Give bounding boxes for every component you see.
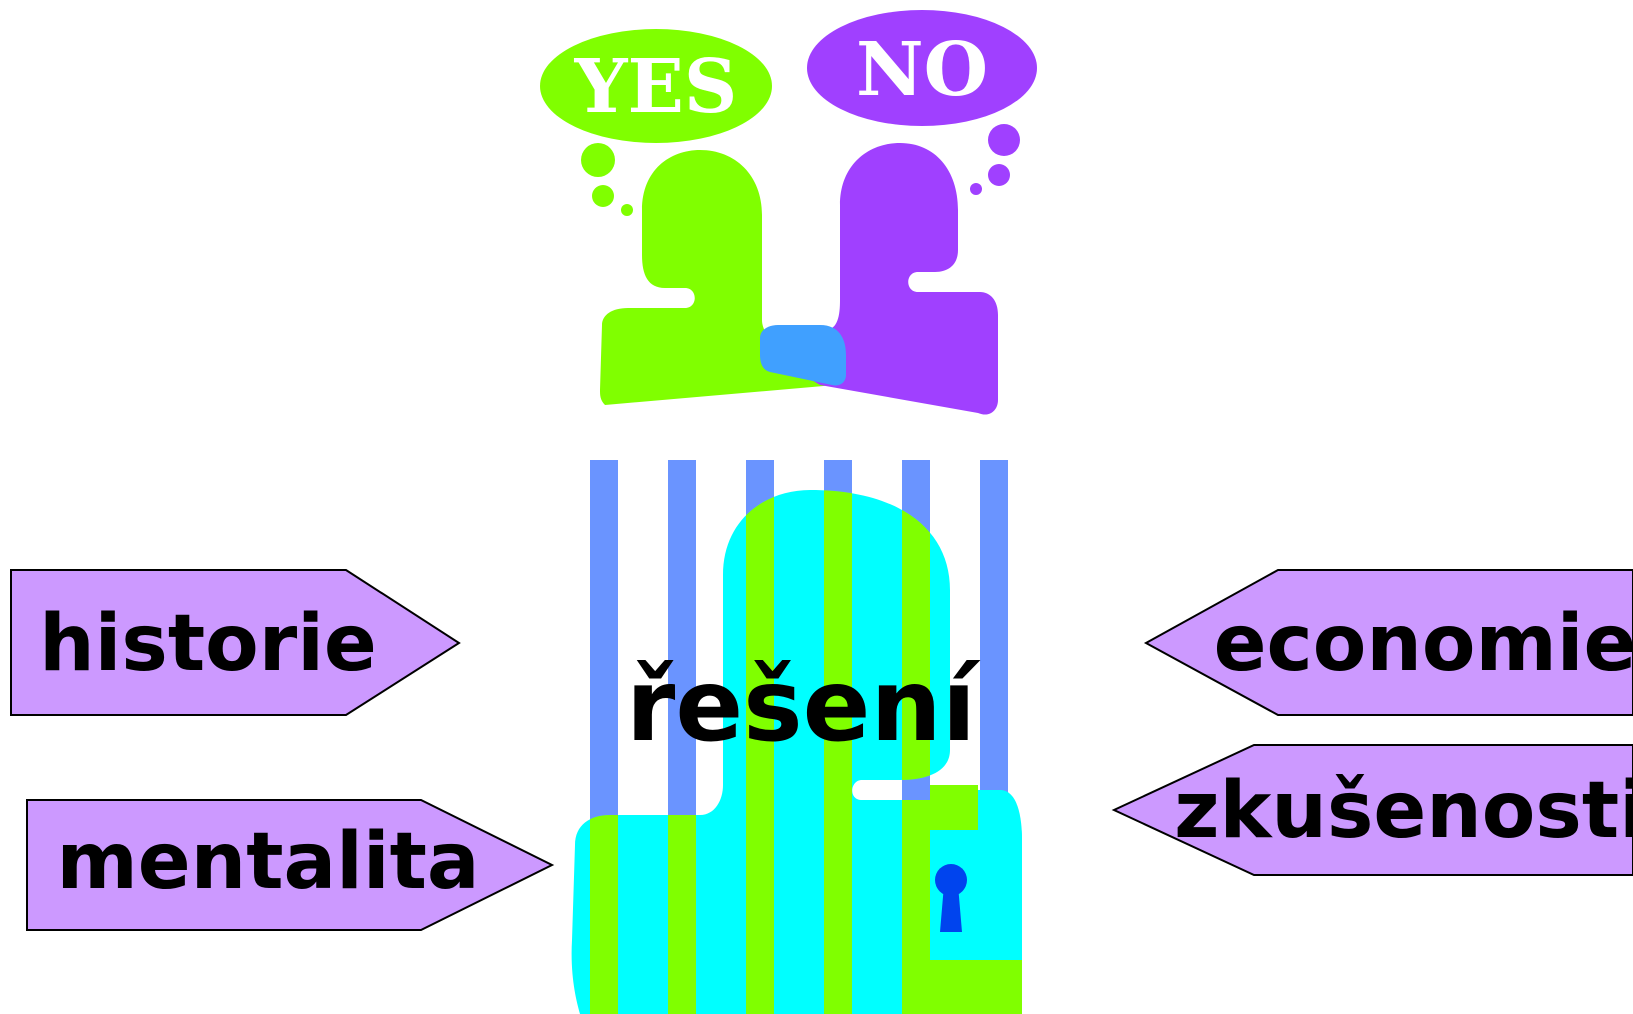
arrow-shape — [1143, 569, 1633, 716]
padlock-prison-illustration: řešení — [571, 460, 1022, 1014]
arrow-economie: economie — [1143, 569, 1633, 716]
no-bubble-text: NO — [856, 27, 988, 113]
arrow-zkusenosti: zkušenosti — [1111, 744, 1633, 876]
no-thought-dot — [988, 124, 1020, 156]
padlock-side-panel — [930, 785, 1022, 1014]
yes-no-overlap-region — [760, 325, 846, 386]
no-thought-dot — [988, 164, 1010, 186]
arrow-shape — [26, 799, 555, 931]
center-word: řešení — [626, 647, 981, 764]
arrow-label: economie — [1214, 599, 1633, 689]
no-bubble — [807, 10, 1037, 126]
no-thought-dot — [970, 183, 982, 195]
yes-thought-dot — [621, 204, 633, 216]
prison-bar — [590, 460, 618, 830]
arrow-shape — [10, 569, 461, 716]
arrow-historie: historie — [10, 569, 461, 716]
yes-bubble-text: YES — [574, 44, 738, 130]
arrow-label: mentalita — [56, 817, 479, 907]
keyhole-icon — [935, 864, 967, 932]
arrow-label: historie — [39, 599, 377, 689]
arrow-label: zkušenosti — [1174, 766, 1633, 856]
yes-thought-dot — [592, 185, 614, 207]
prison-bar — [668, 460, 696, 830]
prison-bar — [980, 460, 1008, 830]
yes-no-heads-illustration: YES NO — [540, 10, 1037, 415]
yes-thought-dot — [581, 143, 615, 177]
yes-bubble — [540, 29, 772, 143]
arrow-shape — [1111, 744, 1633, 876]
arrow-mentalita: mentalita — [26, 799, 555, 931]
